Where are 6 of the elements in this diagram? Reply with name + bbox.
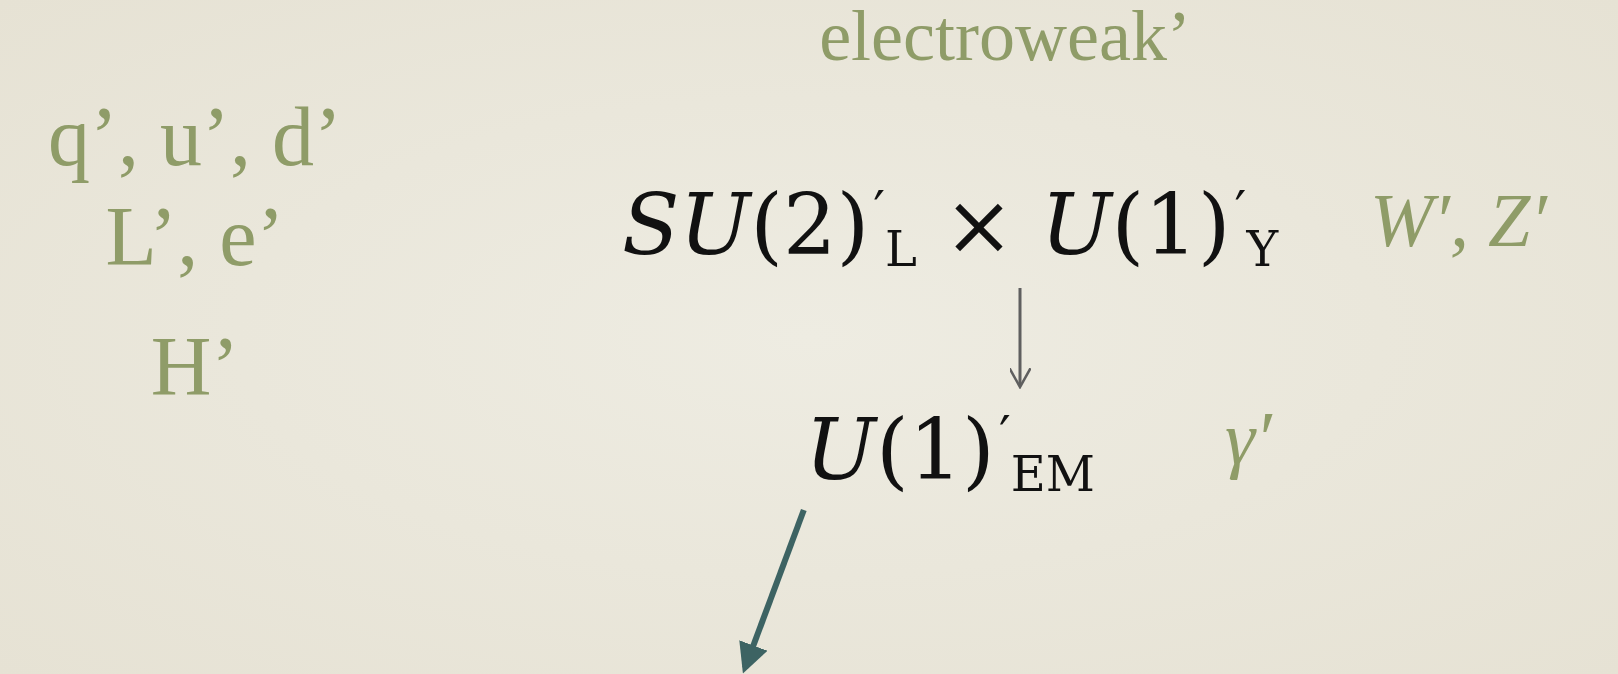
- arrow: [1008, 288, 1032, 389]
- group-heading: electroweak’: [818, 0, 1192, 72]
- particle-label: H’: [149, 325, 241, 409]
- arrow: [739, 508, 807, 674]
- boson-label: W′, Z′: [1370, 182, 1547, 258]
- particle-label: L’, e’: [104, 195, 286, 279]
